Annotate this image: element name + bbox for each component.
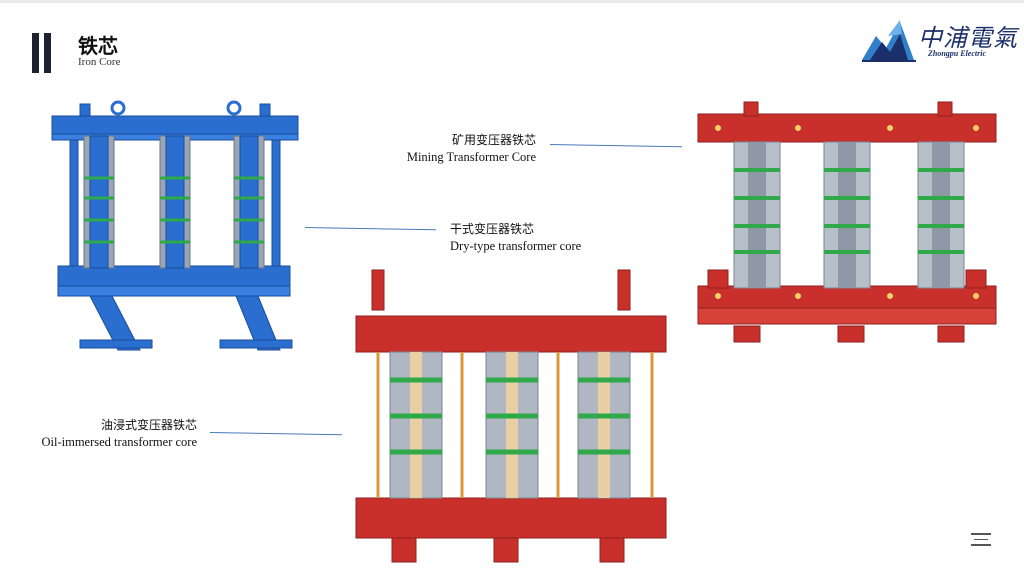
page-subtitle: Iron Core [78,56,121,68]
leader-line-oil [209,432,342,436]
oil-immersed-core-image [355,269,667,563]
label-en: Oil-immersed transformer core [41,435,198,449]
label-cn: 油浸式变压器铁芯 [100,418,197,432]
title-accent-bar [32,33,39,73]
label-cn: 矿用变压器铁芯 [451,133,536,147]
top-rule [0,0,1024,3]
menu-icon[interactable] [971,533,991,550]
company-name-cn: 中浦電氣 [918,24,1018,52]
page-title: 铁芯 [78,34,118,58]
label-mining-core: 矿用变压器铁芯 Mining Transformer Core [388,131,536,165]
label-dry-type-core: 干式变压器铁芯 Dry-type transformer core [450,220,581,254]
label-en: Mining Transformer Core [406,150,536,164]
leader-line-mining [549,144,682,148]
company-logo-icon [862,20,916,62]
company-name-en: Zhongpu Electric [928,49,987,58]
label-cn: 干式变压器铁芯 [450,222,535,236]
title-accent-bar [44,33,51,73]
label-en: Dry-type transformer core [450,239,582,253]
mining-core-image [697,101,997,343]
dry-type-core-image [51,100,299,351]
label-oil-immersed-core: 油浸式变压器铁芯 Oil-immersed transformer core [19,416,198,450]
leader-line-dry [304,227,436,231]
